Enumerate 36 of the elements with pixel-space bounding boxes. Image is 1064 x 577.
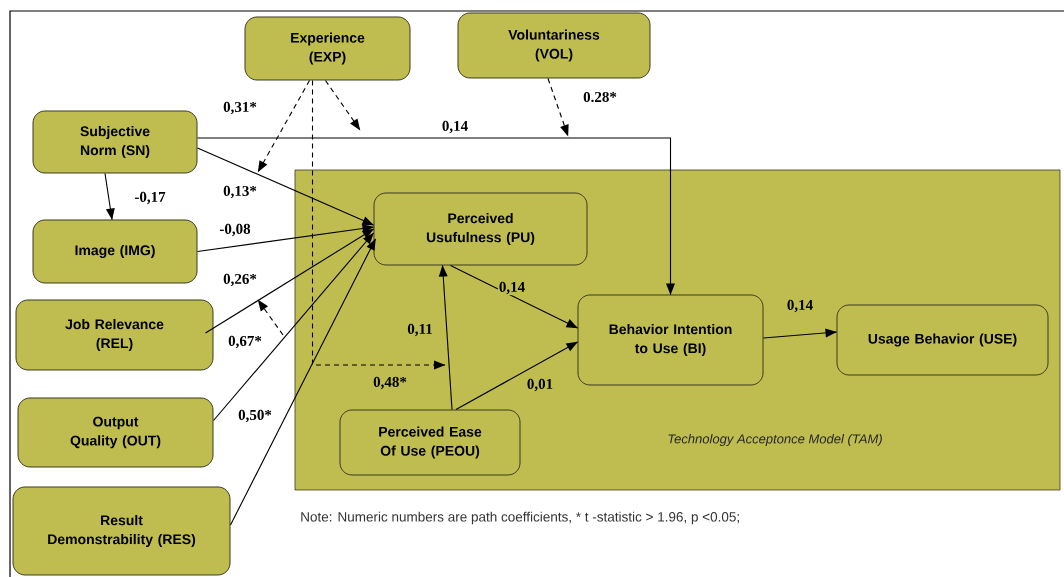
arrow — [104, 172, 115, 221]
variable-box: Image (IMG) — [32, 219, 198, 284]
dashed-arrow — [324, 79, 361, 131]
edge-label: 0,31* — [222, 100, 258, 116]
variable-box: Experience (EXP) — [244, 16, 411, 81]
arrow — [455, 341, 579, 411]
variable-box: Behavior Intention to Use (BI) — [577, 294, 764, 386]
arrow — [438, 264, 453, 411]
variable-box: Output Quality (OUT) — [17, 397, 214, 468]
arrow — [204, 228, 375, 334]
arrow — [196, 147, 375, 226]
arrow — [762, 328, 838, 339]
variable-box: Usage Behavior (USE) — [836, 304, 1049, 376]
variable-box: Perceived Ease Of Use (PEOU) — [339, 409, 521, 476]
dashed-arrow — [547, 77, 569, 137]
edge-label: -0,08 — [218, 222, 252, 238]
arrow — [229, 238, 377, 526]
dashed-arrow — [257, 79, 311, 173]
arrow — [196, 137, 675, 296]
edge-label: 0,26* — [222, 272, 258, 288]
edge-label: -0,17 — [133, 190, 167, 206]
variable-box: Perceived Usufulness (PU) — [373, 192, 588, 266]
edge-label: 0,13* — [222, 184, 258, 200]
edge-label: 0,50* — [237, 408, 273, 424]
arrow — [196, 224, 375, 253]
edge-label: 0,14 — [440, 119, 470, 135]
arrow — [449, 264, 579, 329]
edge-label: 0.28* — [582, 90, 618, 104]
variable-box: Subjective Norm (SN) — [32, 110, 198, 174]
edge-label: 0,67* — [227, 334, 263, 350]
arrow — [212, 232, 375, 422]
variable-box: Job Relevance (REL) — [15, 299, 214, 371]
variable-box: Voluntariness (VOL) — [457, 12, 651, 79]
note-text: Note: Numeric numbers are path coefficients, * t -statistic > 1.96, p <0.05; — [301, 511, 739, 525]
variable-box: Result Demonstrability (RES) — [12, 486, 231, 576]
dashed-arrow — [311, 79, 446, 370]
